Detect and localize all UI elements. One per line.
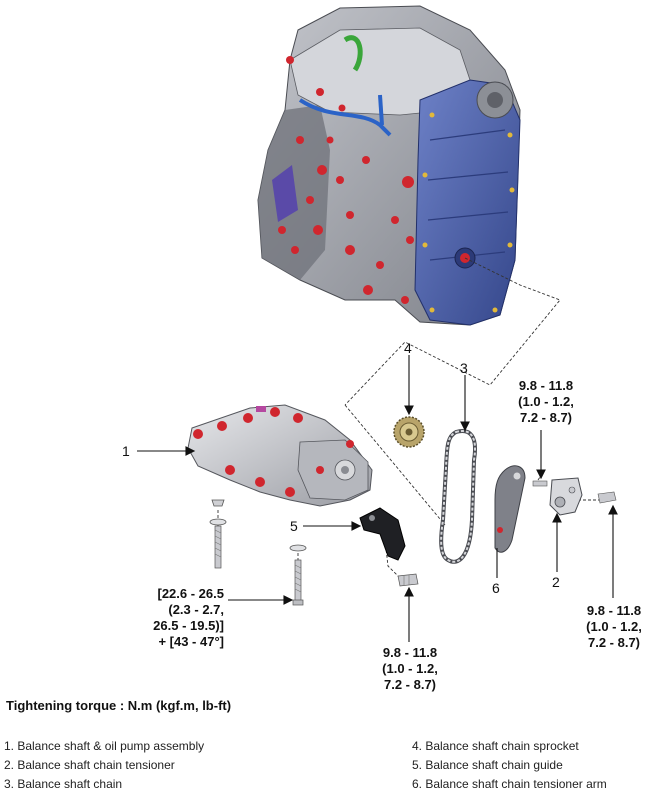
torque-line: (1.0 - 1.2, [586,619,642,634]
legend-item: 1. Balance shaft & oil pump assembly [4,739,205,753]
leader-lines [137,355,618,642]
callout-4: 4 [404,340,412,356]
legend-item: 4. Balance shaft chain sprocket [412,739,579,753]
pump-bolt-right [289,544,307,606]
torque-spec-arm-bolt: 9.8 - 11.8 (1.0 - 1.2, 7.2 - 8.7) [574,603,646,651]
torque-line: 26.5 - 19.5)] [153,618,224,633]
torque-caption: Tightening torque : N.m (kgf.m, lb-ft) [6,698,232,713]
balance-shaft-chain-tensioner [532,477,617,516]
torque-line: (1.0 - 1.2, [382,661,438,676]
balance-shaft-chain [439,429,477,564]
torque-line: 9.8 - 11.8 [518,378,574,393]
balance-shaft-oil-pump-assembly [187,404,373,507]
torque-line: (1.0 - 1.2, [518,394,574,409]
callout-3: 3 [460,360,468,376]
torque-line: 9.8 - 11.8 [382,645,438,660]
torque-spec-guide-bolt: 9.8 - 11.8 (1.0 - 1.2, 7.2 - 8.7) [370,645,450,693]
torque-line: [22.6 - 26.5 [157,586,225,601]
torque-line: 9.8 - 11.8 [586,603,642,618]
legend-item: 6. Balance shaft chain tensioner arm [412,777,607,791]
balance-shaft-chain-tensioner-arm [494,465,526,553]
torque-spec-tensioner: 9.8 - 11.8 (1.0 - 1.2, 7.2 - 8.7) [506,378,586,426]
torque-line: 7.2 - 8.7) [519,410,573,425]
legend-item: 5. Balance shaft chain guide [412,758,563,772]
callout-6: 6 [492,580,500,596]
torque-line: (2.3 - 2.7, [168,602,224,617]
engine-assembly-illustration [257,5,521,326]
legend-item: 3. Balance shaft chain [4,777,123,791]
callout-1: 1 [122,443,130,459]
pump-bolt-left [209,499,227,569]
legend-item: 2. Balance shaft chain tensioner [4,758,175,772]
torque-spec-pump-bolt: [22.6 - 26.5 (2.3 - 2.7, 26.5 - 19.5)] +… [118,586,224,650]
torque-line: 7.2 - 8.7) [587,635,641,650]
torque-line: 7.2 - 8.7) [383,677,437,692]
legend-left: 1. Balance shaft & oil pump assembly 2. … [4,737,204,794]
legend-right: 4. Balance shaft chain sprocket 5. Balan… [412,737,607,794]
torque-line: + [43 - 47°] [158,634,224,649]
callout-2: 2 [552,574,560,590]
callout-5: 5 [290,518,298,534]
balance-shaft-chain-guide [359,507,419,587]
balance-shaft-chain-sprocket [393,416,425,448]
